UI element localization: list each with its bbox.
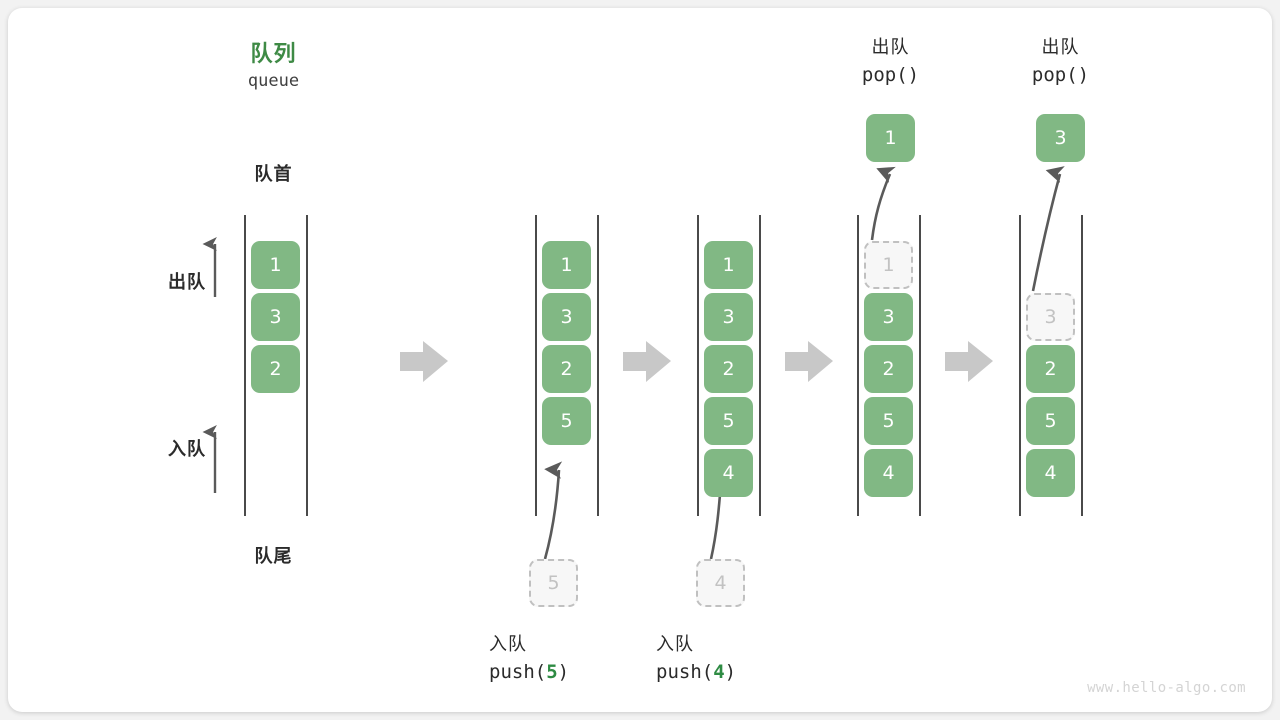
push-5-arrow	[543, 470, 559, 560]
pop-1-label-cn: 出队	[871, 37, 910, 57]
incoming-ghost-cell: 5	[529, 559, 578, 607]
queue-cell: 4	[1026, 449, 1075, 497]
rail-left	[1019, 215, 1021, 516]
rail-right	[759, 215, 761, 516]
push-4-code-suffix: )	[724, 661, 737, 683]
pop-3-code: pop()	[1031, 64, 1090, 86]
queue-cell: 5	[542, 397, 591, 445]
queue-head-label: 队首	[254, 164, 293, 184]
queue-cell: 2	[1026, 345, 1075, 393]
step-arrow-2	[623, 341, 671, 382]
step-arrow-1	[400, 341, 448, 382]
diagram-title-en: queue	[247, 71, 300, 91]
step-arrow-3	[785, 341, 833, 382]
queue-cell: 4	[704, 449, 753, 497]
push-4-code-value: 4	[713, 661, 725, 683]
queue-cell: 5	[704, 397, 753, 445]
queue-cell: 3	[864, 293, 913, 341]
rail-right	[1081, 215, 1083, 516]
queue-cell: 2	[864, 345, 913, 393]
queue-cell: 3	[251, 293, 300, 341]
queue-tail-label: 队尾	[254, 546, 293, 566]
rail-left	[535, 215, 537, 516]
queue-cell: 1	[542, 241, 591, 289]
rail-left	[697, 215, 699, 516]
queue-cell: 3	[704, 293, 753, 341]
push-4-code: push(4)	[656, 661, 816, 683]
queue-cell: 2	[704, 345, 753, 393]
watermark: www.hello-algo.com	[1087, 680, 1246, 696]
queue-cell: 1	[704, 241, 753, 289]
push-5-label-cn: 入队	[489, 634, 527, 654]
popped-cell: 3	[1036, 114, 1085, 162]
rail-right	[919, 215, 921, 516]
push-5-code: push(5)	[489, 661, 649, 683]
push-4-label-cn: 入队	[656, 634, 694, 654]
enqueue-label: 入队	[168, 439, 206, 459]
rail-right	[597, 215, 599, 516]
queue-cell: 2	[251, 345, 300, 393]
queue-cell: 3	[542, 293, 591, 341]
queue-cell: 4	[864, 449, 913, 497]
push-5-code-prefix: push(	[489, 661, 547, 683]
dequeue-label: 出队	[168, 272, 206, 292]
popped-cell: 1	[866, 114, 915, 162]
queue-cell: 5	[864, 397, 913, 445]
pop-3-label-cn: 出队	[1041, 37, 1080, 57]
pop-1-code: pop()	[861, 64, 920, 86]
push-5-code-suffix: )	[557, 661, 570, 683]
queue-cell: 5	[1026, 397, 1075, 445]
queue-cell: 2	[542, 345, 591, 393]
diagram-title-cn: 队列	[250, 41, 297, 66]
queue-cell-ghost: 3	[1026, 293, 1075, 341]
rail-left	[244, 215, 246, 516]
incoming-ghost-cell: 4	[696, 559, 745, 607]
push-5-code-value: 5	[546, 661, 558, 683]
diagram-card: 队列 queue 队首 队尾 出队 入队 1 3 2 1 3 2 5 5 入队 …	[8, 8, 1272, 712]
queue-cell: 1	[251, 241, 300, 289]
push-4-code-prefix: push(	[656, 661, 714, 683]
pop-3-arrow	[1031, 174, 1060, 292]
rail-left	[857, 215, 859, 516]
rail-right	[306, 215, 308, 516]
queue-cell-ghost: 1	[864, 241, 913, 289]
pop-1-arrow	[870, 174, 890, 241]
step-arrow-4	[945, 341, 993, 382]
